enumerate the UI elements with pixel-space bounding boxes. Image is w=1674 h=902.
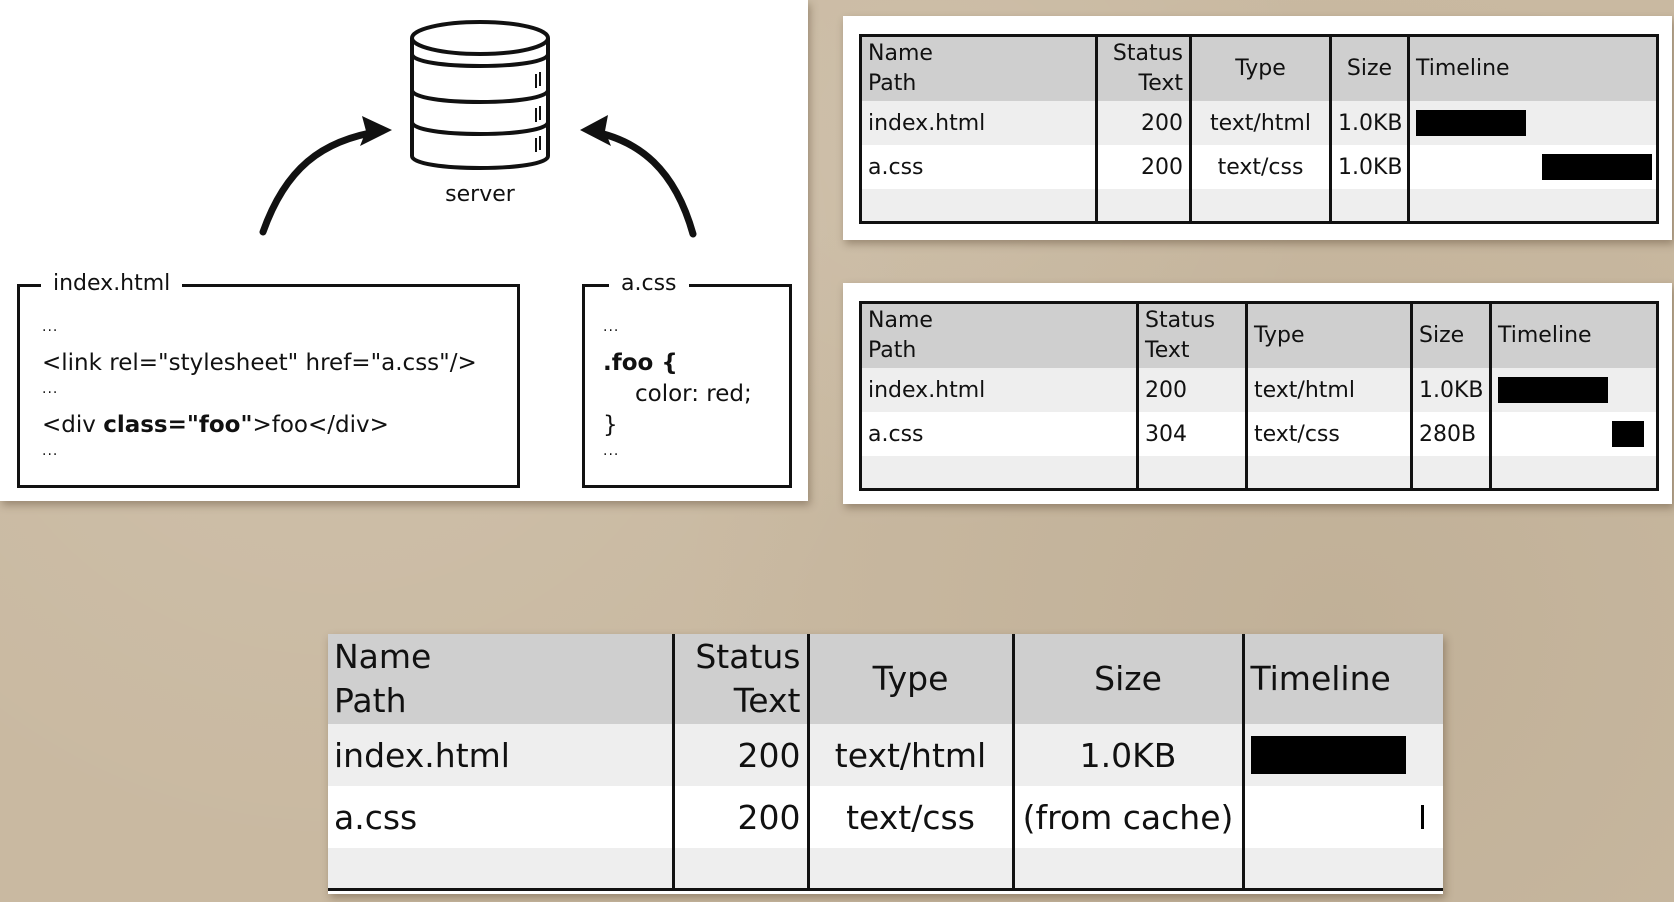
- cell-type: text/css: [1245, 412, 1413, 456]
- timeline-bar: [1250, 736, 1406, 774]
- col-header-size[interactable]: Size: [1011, 634, 1245, 724]
- cell-name: a.css: [859, 145, 1098, 189]
- table-header-row: Name Path Status Text Type Size Timeline: [859, 302, 1659, 368]
- cell-timeline: [1241, 786, 1443, 848]
- col-header-name[interactable]: Name Path: [328, 634, 675, 724]
- col-header-status[interactable]: Status Text: [1095, 35, 1192, 101]
- code-fragment: >foo</div>: [252, 412, 389, 438]
- cell-name: a.css: [859, 412, 1139, 456]
- cell-timeline: [1489, 412, 1659, 456]
- code-line: color: red;: [635, 381, 752, 407]
- index-html-file-box: index.html ... <link rel="stylesheet" hr…: [17, 268, 520, 488]
- server-label: server: [445, 182, 515, 207]
- cell-type: text/html: [1245, 368, 1413, 412]
- table-row[interactable]: index.html 200 text/html 1.0KB: [859, 368, 1659, 412]
- table-header-row: Name Path Status Text Type Size Timeline: [328, 634, 1443, 724]
- request-diagram: server index.html ... <link rel="stylesh…: [0, 0, 808, 501]
- cell-name: index.html: [328, 724, 675, 786]
- curved-arrow-icon: [259, 115, 697, 238]
- network-table-from-cache: Name Path Status Text Type Size Timeline…: [328, 634, 1443, 894]
- cell-status: 200: [1136, 368, 1248, 412]
- cell-status: 304: [1136, 412, 1248, 456]
- network-table: Name Path Status Text Type Size Timeline…: [328, 634, 1443, 891]
- col-header-size[interactable]: Size: [1410, 302, 1492, 368]
- network-table: Name Path Status Text Type Size Timeline…: [859, 301, 1659, 491]
- cell-timeline: [1407, 101, 1659, 145]
- col-header-type[interactable]: Type: [1189, 35, 1332, 101]
- table-row[interactable]: a.css 200 text/css 1.0KB: [859, 145, 1659, 189]
- timeline-bar: [1612, 421, 1644, 447]
- cell-size: (from cache): [1011, 786, 1245, 848]
- cell-timeline: [1489, 368, 1659, 412]
- table-row-empty: [859, 456, 1659, 490]
- cell-type: text/css: [806, 786, 1015, 848]
- code-ellipsis: ...: [42, 381, 59, 397]
- cell-name: index.html: [859, 368, 1139, 412]
- cell-size: 1.0KB: [1011, 724, 1245, 786]
- cell-status: 200: [1095, 101, 1192, 145]
- code-ellipsis: ...: [42, 319, 59, 335]
- table-row[interactable]: index.html 200 text/html 1.0KB: [328, 724, 1443, 786]
- col-header-timeline[interactable]: Timeline: [1407, 35, 1659, 101]
- cell-size: 1.0KB: [1329, 101, 1410, 145]
- table-row[interactable]: a.css 200 text/css (from cache): [328, 786, 1443, 848]
- cell-type: text/css: [1189, 145, 1332, 189]
- cell-status: 200: [671, 724, 810, 786]
- network-table: Name Path Status Text Type Size Timeline…: [859, 34, 1659, 224]
- col-header-status[interactable]: Status Text: [671, 634, 810, 724]
- network-table-first-load: Name Path Status Text Type Size Timeline…: [843, 16, 1672, 240]
- cell-status: 200: [1095, 145, 1192, 189]
- timeline-bar: [1498, 377, 1608, 403]
- col-header-size[interactable]: Size: [1329, 35, 1410, 101]
- col-header-type[interactable]: Type: [806, 634, 1015, 724]
- a-css-code: ... .foo { color: red; } ...: [603, 317, 752, 472]
- timeline-bar: [1416, 110, 1526, 136]
- network-table-revalidated: Name Path Status Text Type Size Timeline…: [843, 283, 1672, 504]
- code-line: .foo {: [603, 350, 678, 376]
- code-ellipsis: ...: [42, 443, 59, 459]
- col-header-status[interactable]: Status Text: [1136, 302, 1248, 368]
- code-line: <div class="foo">foo</div>: [42, 410, 477, 441]
- table-header-row: Name Path Status Text Type Size Timeline: [859, 35, 1659, 101]
- code-fragment-bold: class="foo": [103, 412, 253, 438]
- col-header-type[interactable]: Type: [1245, 302, 1413, 368]
- table-row-empty: [328, 848, 1443, 890]
- cell-size: 280B: [1410, 412, 1492, 456]
- cell-size: 1.0KB: [1329, 145, 1410, 189]
- cell-size: 1.0KB: [1410, 368, 1492, 412]
- col-header-name[interactable]: Name Path: [859, 35, 1098, 101]
- table-row[interactable]: index.html 200 text/html 1.0KB: [859, 101, 1659, 145]
- table-row[interactable]: a.css 304 text/css 280B: [859, 412, 1659, 456]
- cell-timeline: [1241, 724, 1443, 786]
- code-line: <link rel="stylesheet" href="a.css"/>: [42, 350, 477, 376]
- cell-type: text/html: [1189, 101, 1332, 145]
- database-icon: [400, 14, 560, 174]
- code-line: }: [603, 412, 618, 438]
- cell-name: a.css: [328, 786, 675, 848]
- code-ellipsis: ...: [603, 443, 620, 459]
- col-header-name[interactable]: Name Path: [859, 302, 1139, 368]
- timeline-bar: [1542, 154, 1652, 180]
- cell-type: text/html: [806, 724, 1015, 786]
- code-fragment: <div: [42, 412, 104, 438]
- index-html-code: ... <link rel="stylesheet" href="a.css"/…: [42, 317, 477, 472]
- index-html-title: index.html: [41, 268, 183, 300]
- table-row-empty: [859, 189, 1659, 223]
- cell-timeline: [1407, 145, 1659, 189]
- a-css-file-box: a.css ... .foo { color: red; } ...: [582, 268, 792, 488]
- code-ellipsis: ...: [603, 319, 620, 335]
- a-css-title: a.css: [609, 268, 689, 300]
- col-header-timeline[interactable]: Timeline: [1241, 634, 1443, 724]
- timeline-bar: [1420, 805, 1424, 829]
- col-header-timeline[interactable]: Timeline: [1489, 302, 1659, 368]
- cell-name: index.html: [859, 101, 1098, 145]
- cell-status: 200: [671, 786, 810, 848]
